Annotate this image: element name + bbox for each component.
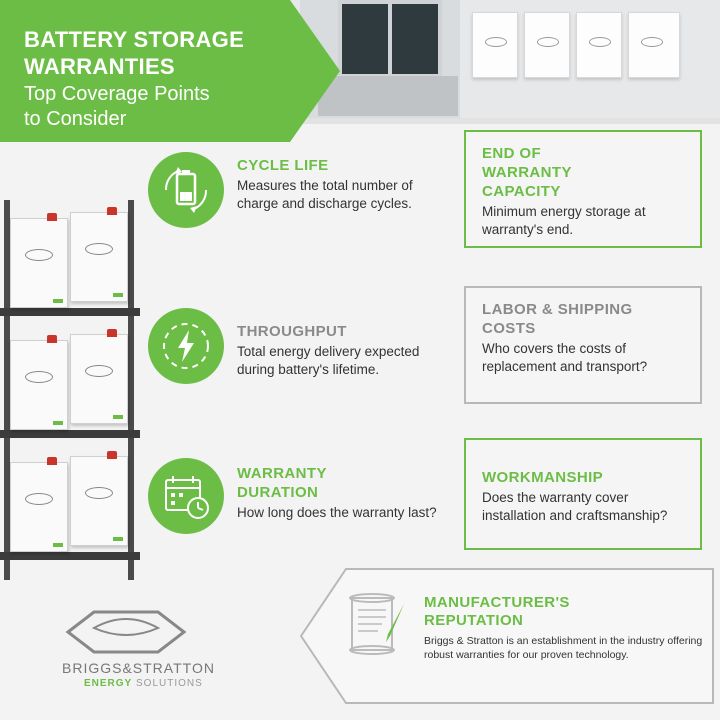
- page-title: BATTERY STORAGE WARRANTIES: [24, 26, 324, 80]
- reputation-text: MANUFACTURER'S REPUTATION Briggs & Strat…: [424, 594, 704, 662]
- feature-title-line: WARRANTY: [237, 465, 327, 482]
- box-title-line: WARRANTY: [482, 164, 572, 181]
- brand-solutions: SOLUTIONS: [136, 678, 203, 689]
- box-title: WORKMANSHIP: [482, 469, 604, 486]
- feature-title: WARRANTY DURATION: [237, 464, 457, 502]
- rack-post: [4, 200, 10, 580]
- battery-rack-image: [0, 200, 140, 580]
- scroll-quill-icon: [346, 590, 408, 658]
- box-title-line: END OF: [482, 145, 542, 162]
- feature-title: CYCLE LIFE: [237, 157, 329, 174]
- wall-battery-unit: [628, 12, 680, 78]
- box-end-of-warranty-capacity: END OF WARRANTY CAPACITY Minimum energy …: [464, 130, 702, 248]
- box-title: END OF WARRANTY CAPACITY: [482, 144, 686, 201]
- wall-battery-unit: [524, 12, 570, 78]
- battery-unit: [70, 451, 128, 546]
- feature-warranty-duration: WARRANTY DURATION How long does the warr…: [237, 464, 457, 522]
- feature-title-line: DURATION: [237, 484, 319, 501]
- battery-unit: [10, 457, 68, 552]
- box-workmanship: WORKMANSHIP Does the warranty cover inst…: [464, 438, 702, 550]
- battery-cycle-icon: [148, 152, 224, 228]
- box-title: LABOR & SHIPPING COSTS: [482, 300, 686, 338]
- box-description: Who covers the costs of replacement and …: [482, 341, 648, 374]
- window-sill: [318, 76, 458, 116]
- feature-description: How long does the warranty last?: [237, 505, 437, 520]
- title-line: WARRANTIES: [24, 54, 175, 79]
- lightning-bolt-icon: [148, 308, 224, 384]
- feature-description: Total energy delivery expected during ba…: [237, 344, 420, 377]
- house-window: [338, 0, 442, 78]
- reputation-title: MANUFACTURER'S REPUTATION: [424, 594, 704, 630]
- battery-unit: [70, 329, 128, 424]
- wall-battery-unit: [472, 12, 518, 78]
- reputation-panel: [300, 568, 714, 704]
- feature-description: Measures the total number of charge and …: [237, 178, 413, 211]
- box-labor-shipping-costs: LABOR & SHIPPING COSTS Who covers the co…: [464, 286, 702, 404]
- box-title-line: COSTS: [482, 320, 536, 337]
- title-line: BATTERY STORAGE: [24, 27, 245, 52]
- divider-band: [0, 118, 720, 124]
- wall-battery-unit: [576, 12, 622, 78]
- title-banner: [0, 0, 290, 142]
- reputation-title-line: REPUTATION: [424, 612, 524, 629]
- brand-energy: ENERGY: [84, 678, 133, 689]
- box-description: Does the warranty cover installation and…: [482, 490, 668, 523]
- header-photo: [0, 0, 720, 118]
- brand-name: BRIGGS&STRATTON: [62, 660, 215, 676]
- feature-title: THROUGHPUT: [237, 323, 347, 340]
- battery-unit: [70, 207, 128, 302]
- box-title-line: LABOR & SHIPPING: [482, 301, 633, 318]
- reputation-description: Briggs & Stratton is an establishment in…: [424, 635, 703, 661]
- battery-unit: [10, 335, 68, 430]
- subtitle-line: Top Coverage Points: [24, 83, 210, 105]
- brand-logo: [54, 608, 214, 698]
- rack-post: [128, 200, 134, 580]
- page-subtitle: Top Coverage Points to Consider: [24, 82, 324, 132]
- reputation-title-line: MANUFACTURER'S: [424, 594, 570, 611]
- rack-shelf: [0, 430, 140, 438]
- banner-arrow: [290, 0, 340, 142]
- calendar-clock-icon: [148, 458, 224, 534]
- box-description: Minimum energy storage at warranty's end…: [482, 204, 646, 237]
- box-title-line: CAPACITY: [482, 183, 561, 200]
- brand-subtitle: ENERGY SOLUTIONS: [84, 678, 203, 689]
- battery-unit: [10, 213, 68, 308]
- feature-cycle-life: CYCLE LIFE Measures the total number of …: [237, 156, 457, 213]
- subtitle-line: to Consider: [24, 108, 127, 130]
- rack-shelf: [0, 552, 140, 560]
- rack-shelf: [0, 308, 140, 316]
- feature-throughput: THROUGHPUT Total energy delivery expecte…: [237, 322, 457, 379]
